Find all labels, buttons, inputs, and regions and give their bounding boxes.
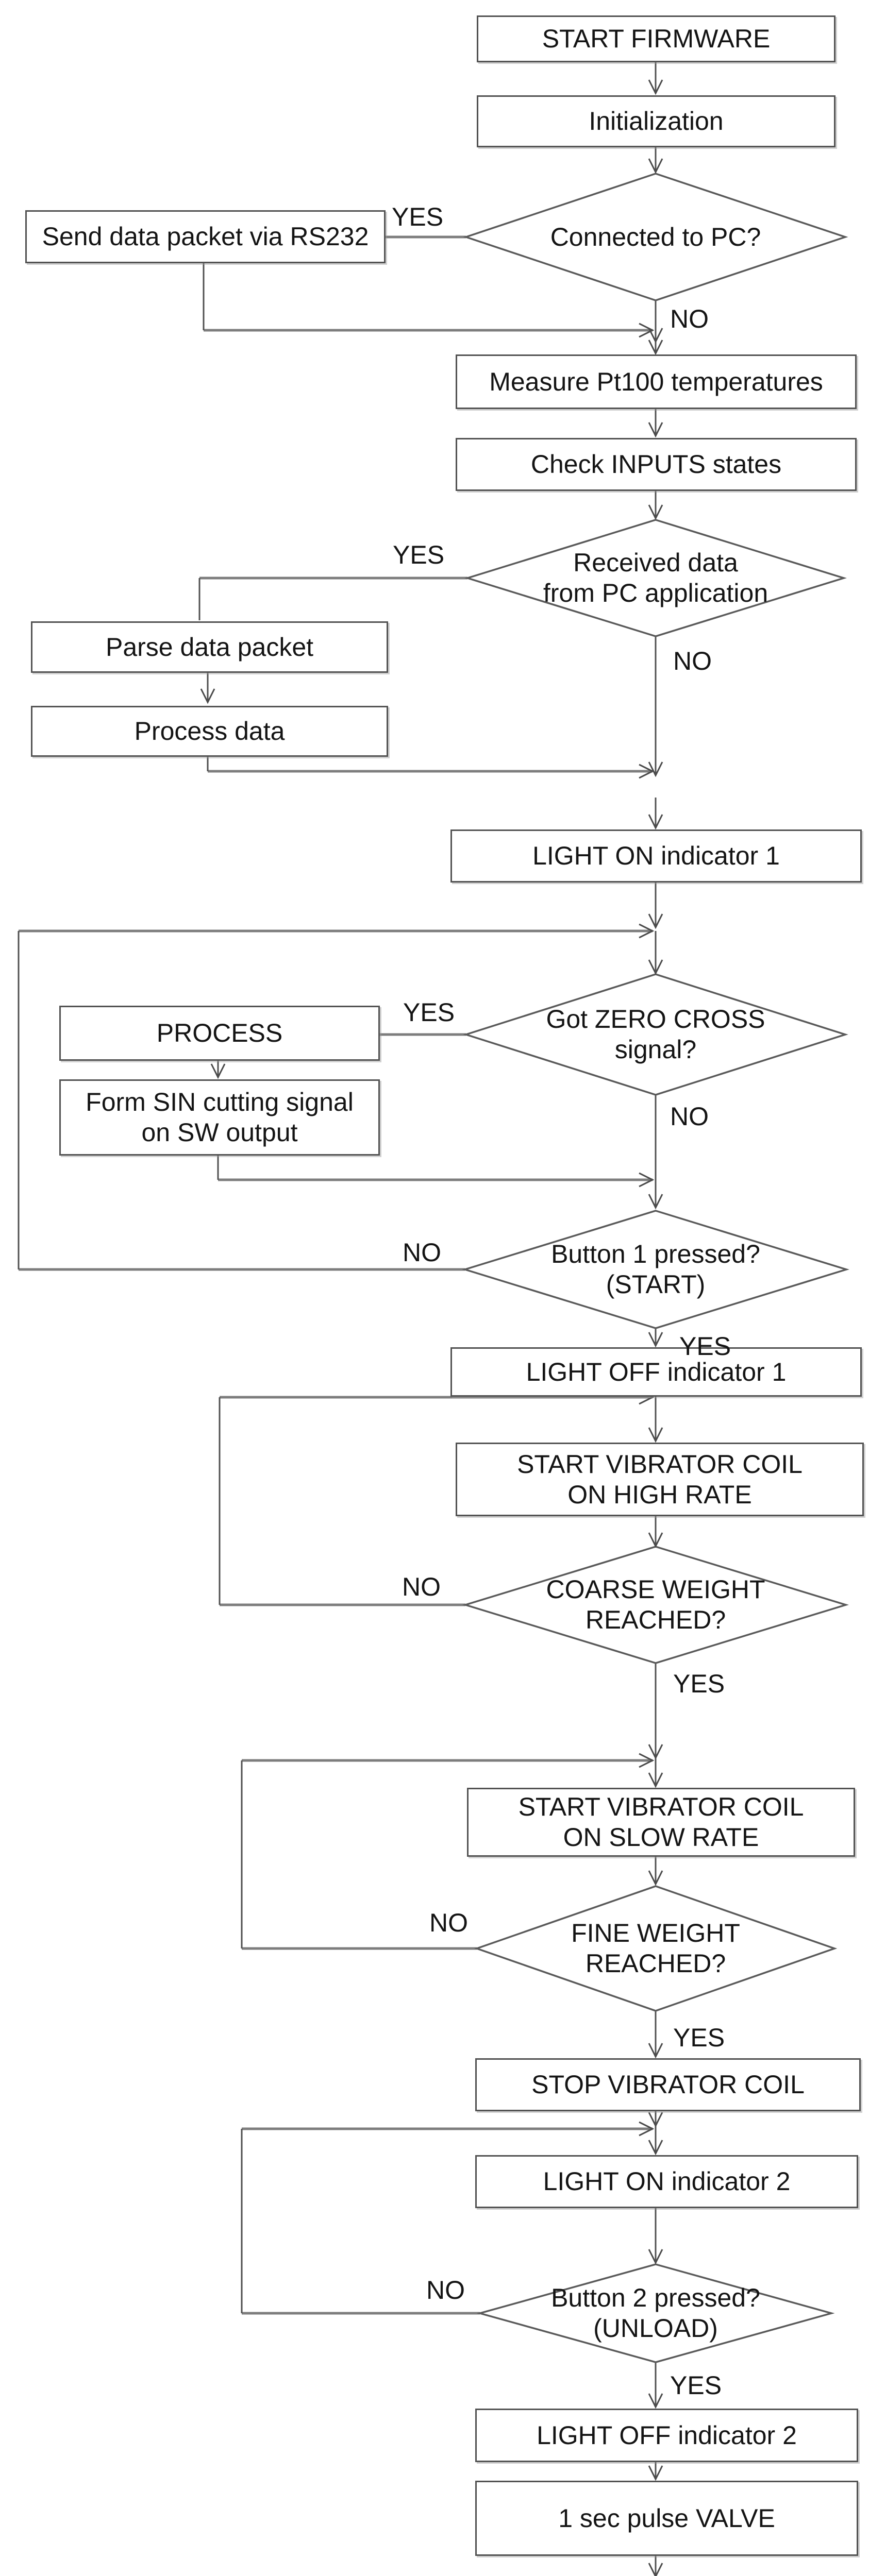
branch-label-fine-weight-yes: YES [673, 2023, 725, 2052]
node-process: PROCESS [59, 1006, 380, 1061]
node-1-sec-pulse-valve: 1 sec pulse VALVE [475, 2481, 858, 2556]
node-initialization: Initialization [477, 95, 835, 147]
branch-label-received-data-no: NO [673, 647, 712, 675]
branch-label-button2-yes: YES [670, 2371, 722, 2400]
node-parse-data-packet: Parse data packet [31, 621, 388, 673]
branch-label-button1-yes: YES [679, 1332, 731, 1361]
decision-coarse-weight-reached: COARSE WEIGHT REACHED? [546, 1575, 765, 1634]
node-light-off-indicator-1: LIGHT OFF indicator 1 [450, 1347, 862, 1397]
branch-label-received-data-yes: YES [393, 540, 445, 569]
decision-button-2-pressed: Button 2 pressed? (UNLOAD) [551, 2283, 760, 2343]
decision-received-data-from-pc: Received data from PC application [543, 548, 768, 607]
branch-label-button2-no: NO [426, 2276, 465, 2304]
node-form-sin-cutting-signal: Form SIN cutting signal on SW output [59, 1079, 380, 1156]
decision-fine-weight-reached: FINE WEIGHT REACHED? [571, 1919, 740, 1978]
node-measure-pt100-temperatures: Measure Pt100 temperatures [456, 354, 857, 409]
node-light-off-indicator-2: LIGHT OFF indicator 2 [475, 2409, 858, 2462]
arrowheads [200, 79, 663, 2576]
branch-label-button1-no: NO [403, 1238, 441, 1267]
branch-label-fine-weight-no: NO [429, 1908, 468, 1937]
node-start-vibrator-coil-high-rate: START VIBRATOR COIL ON HIGH RATE [456, 1443, 864, 1516]
node-send-data-packet-rs232: Send data packet via RS232 [25, 210, 386, 263]
node-start-firmware: START FIRMWARE [477, 15, 835, 62]
decision-connected-to-pc: Connected to PC? [550, 222, 761, 251]
node-process-data: Process data [31, 706, 388, 757]
branch-label-zero-cross-yes: YES [403, 998, 455, 1027]
branch-label-coarse-weight-no: NO [402, 1572, 441, 1601]
flow-vertical-connectors [18, 59, 657, 2575]
branch-label-zero-cross-no: NO [670, 1102, 709, 1131]
node-light-on-indicator-1: LIGHT ON indicator 1 [450, 829, 862, 883]
branch-label-coarse-weight-yes: YES [673, 1669, 725, 1698]
flow-horizontal-connectors [19, 235, 653, 2315]
node-start-vibrator-coil-slow-rate: START VIBRATOR COIL ON SLOW RATE [467, 1788, 855, 1857]
decision-diamond-shapes [462, 173, 849, 2363]
decision-got-zero-cross-signal: Got ZERO CROSS signal? [546, 1005, 765, 1064]
branch-label-connected-pc-yes: YES [392, 202, 444, 231]
node-light-on-indicator-2: LIGHT ON indicator 2 [475, 2155, 858, 2208]
node-stop-vibrator-coil: STOP VIBRATOR COIL [475, 2058, 861, 2111]
decision-button-1-pressed: Button 1 pressed? (START) [551, 1240, 760, 1299]
branch-label-connected-pc-no: NO [670, 304, 709, 333]
node-check-inputs-states: Check INPUTS states [456, 438, 857, 491]
